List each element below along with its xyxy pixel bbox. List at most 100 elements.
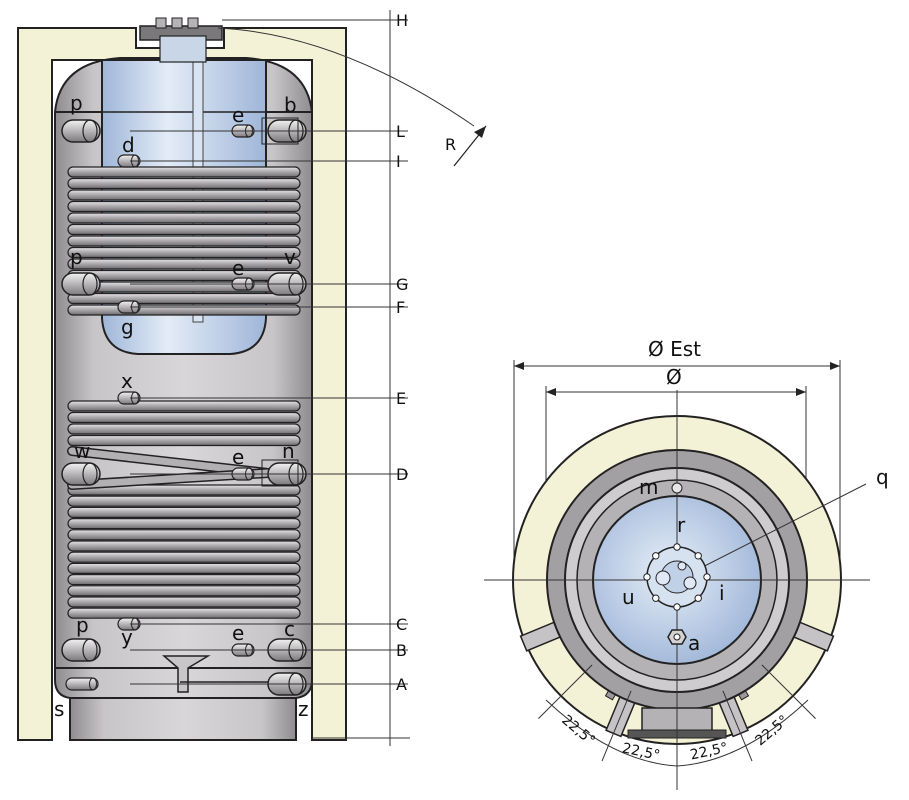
height-marker-B: B bbox=[396, 641, 407, 660]
connection-label-e_bottom: e bbox=[232, 621, 244, 645]
insulation-jacket bbox=[17, 27, 347, 741]
flange-bolt bbox=[673, 603, 681, 611]
label-r: r bbox=[677, 513, 686, 537]
flange-bolt bbox=[673, 543, 681, 551]
pipe-connection bbox=[61, 638, 101, 662]
sensor-box bbox=[261, 459, 299, 487]
coil-turn bbox=[67, 551, 301, 563]
coil-turn bbox=[67, 189, 301, 201]
connection-label-g: g bbox=[121, 315, 134, 339]
coil-turn bbox=[67, 400, 301, 412]
m-port bbox=[671, 482, 683, 494]
label-a: a bbox=[688, 631, 700, 655]
height-markers: H LI GF E D CBA bbox=[130, 11, 408, 694]
coil-turn bbox=[67, 573, 301, 586]
top-flange-bolt bbox=[155, 17, 167, 29]
inner-arrow-left bbox=[546, 388, 556, 396]
flange-bolts bbox=[643, 543, 711, 611]
label-i: i bbox=[719, 581, 725, 605]
connection-label-c: c bbox=[284, 617, 295, 641]
connection-label-e_low: e bbox=[232, 445, 244, 469]
pipe-end bbox=[82, 462, 98, 486]
tank-base bbox=[69, 697, 297, 741]
connection-label-z: z bbox=[298, 697, 309, 721]
angle-tick bbox=[601, 690, 632, 762]
coil-turn bbox=[67, 495, 301, 507]
inner-diameter-label: Ø bbox=[666, 365, 682, 389]
coil-turn bbox=[67, 517, 301, 530]
connection-label-e_top: e bbox=[232, 103, 244, 127]
outer-arrow-left bbox=[514, 362, 524, 370]
connection-label-n: n bbox=[282, 439, 295, 463]
coil-turn bbox=[67, 540, 301, 552]
height-marker-H: H bbox=[396, 11, 408, 30]
coil-turn bbox=[67, 258, 301, 270]
height-marker-E: E bbox=[396, 389, 406, 408]
coil-turn bbox=[67, 434, 301, 447]
connection-label-s: s bbox=[54, 697, 64, 721]
inner-arrow-right bbox=[796, 388, 806, 396]
small-pipe-end bbox=[89, 677, 97, 691]
coil-turn bbox=[67, 212, 301, 224]
pipe-end bbox=[82, 272, 98, 296]
height-marker-I: I bbox=[396, 152, 401, 171]
angle-tick bbox=[761, 664, 816, 719]
coil-turn bbox=[67, 166, 301, 178]
coil-turn bbox=[67, 607, 301, 619]
flange-port-medium bbox=[683, 576, 697, 590]
connection-label-v: v bbox=[284, 245, 296, 269]
pipe-connection bbox=[61, 119, 101, 143]
coil-turn bbox=[67, 529, 301, 541]
top-view: Ø Est Ø q m r bbox=[484, 337, 889, 790]
height-marker-A: A bbox=[396, 675, 407, 694]
pipe-connection bbox=[61, 462, 101, 486]
flange-bolt bbox=[694, 552, 702, 560]
coil-turn bbox=[67, 200, 301, 213]
connection-label-d: d bbox=[122, 133, 135, 157]
coil-turn bbox=[67, 223, 301, 236]
coil-turn bbox=[67, 292, 301, 305]
connection-label-p_bottom: p bbox=[76, 613, 89, 637]
label-u: u bbox=[622, 585, 635, 609]
pipe-connection bbox=[61, 272, 101, 296]
coil-turn bbox=[67, 562, 301, 575]
outer-arrow-right bbox=[830, 362, 840, 370]
lower-heat-exchanger-coil bbox=[67, 400, 301, 619]
label-q: q bbox=[876, 465, 889, 489]
height-marker-F: F bbox=[396, 298, 405, 317]
coil-turn bbox=[67, 596, 301, 608]
flange-bolt bbox=[652, 594, 660, 602]
connection-label-x: x bbox=[121, 369, 133, 393]
coil-turn bbox=[67, 585, 301, 597]
height-marker-C: C bbox=[396, 615, 407, 634]
top-flange-bolt bbox=[171, 17, 183, 29]
height-marker-G: G bbox=[396, 275, 408, 294]
angle-tick bbox=[722, 690, 753, 762]
flange-bolt bbox=[703, 573, 711, 581]
coil-turn bbox=[67, 246, 301, 259]
q-leader-line bbox=[676, 483, 867, 581]
height-marker-L: L bbox=[396, 122, 405, 141]
coil-turn bbox=[67, 423, 301, 435]
connection-label-p_mid: p bbox=[70, 245, 83, 269]
small-connection bbox=[65, 677, 99, 691]
flange-port-large bbox=[655, 570, 671, 586]
radius-label: R bbox=[445, 135, 456, 154]
label-m: m bbox=[639, 475, 658, 499]
flange-port-small bbox=[677, 561, 687, 571]
coil-turn bbox=[67, 235, 301, 247]
height-marker-D: D bbox=[396, 465, 408, 484]
top-flange-bolt bbox=[187, 17, 199, 29]
angle-tick bbox=[538, 664, 593, 719]
connection-label-y: y bbox=[121, 625, 133, 649]
connection-label-p_top: p bbox=[70, 91, 83, 115]
radius-arc bbox=[217, 27, 475, 127]
pipe-end bbox=[82, 638, 98, 662]
angle-label-3: 22,5° bbox=[689, 740, 730, 764]
angle-ticks bbox=[538, 664, 816, 776]
connection-label-w: w bbox=[74, 439, 90, 463]
outer-diameter-label: Ø Est bbox=[648, 337, 701, 361]
bottom-inlet-funnel bbox=[161, 655, 211, 693]
